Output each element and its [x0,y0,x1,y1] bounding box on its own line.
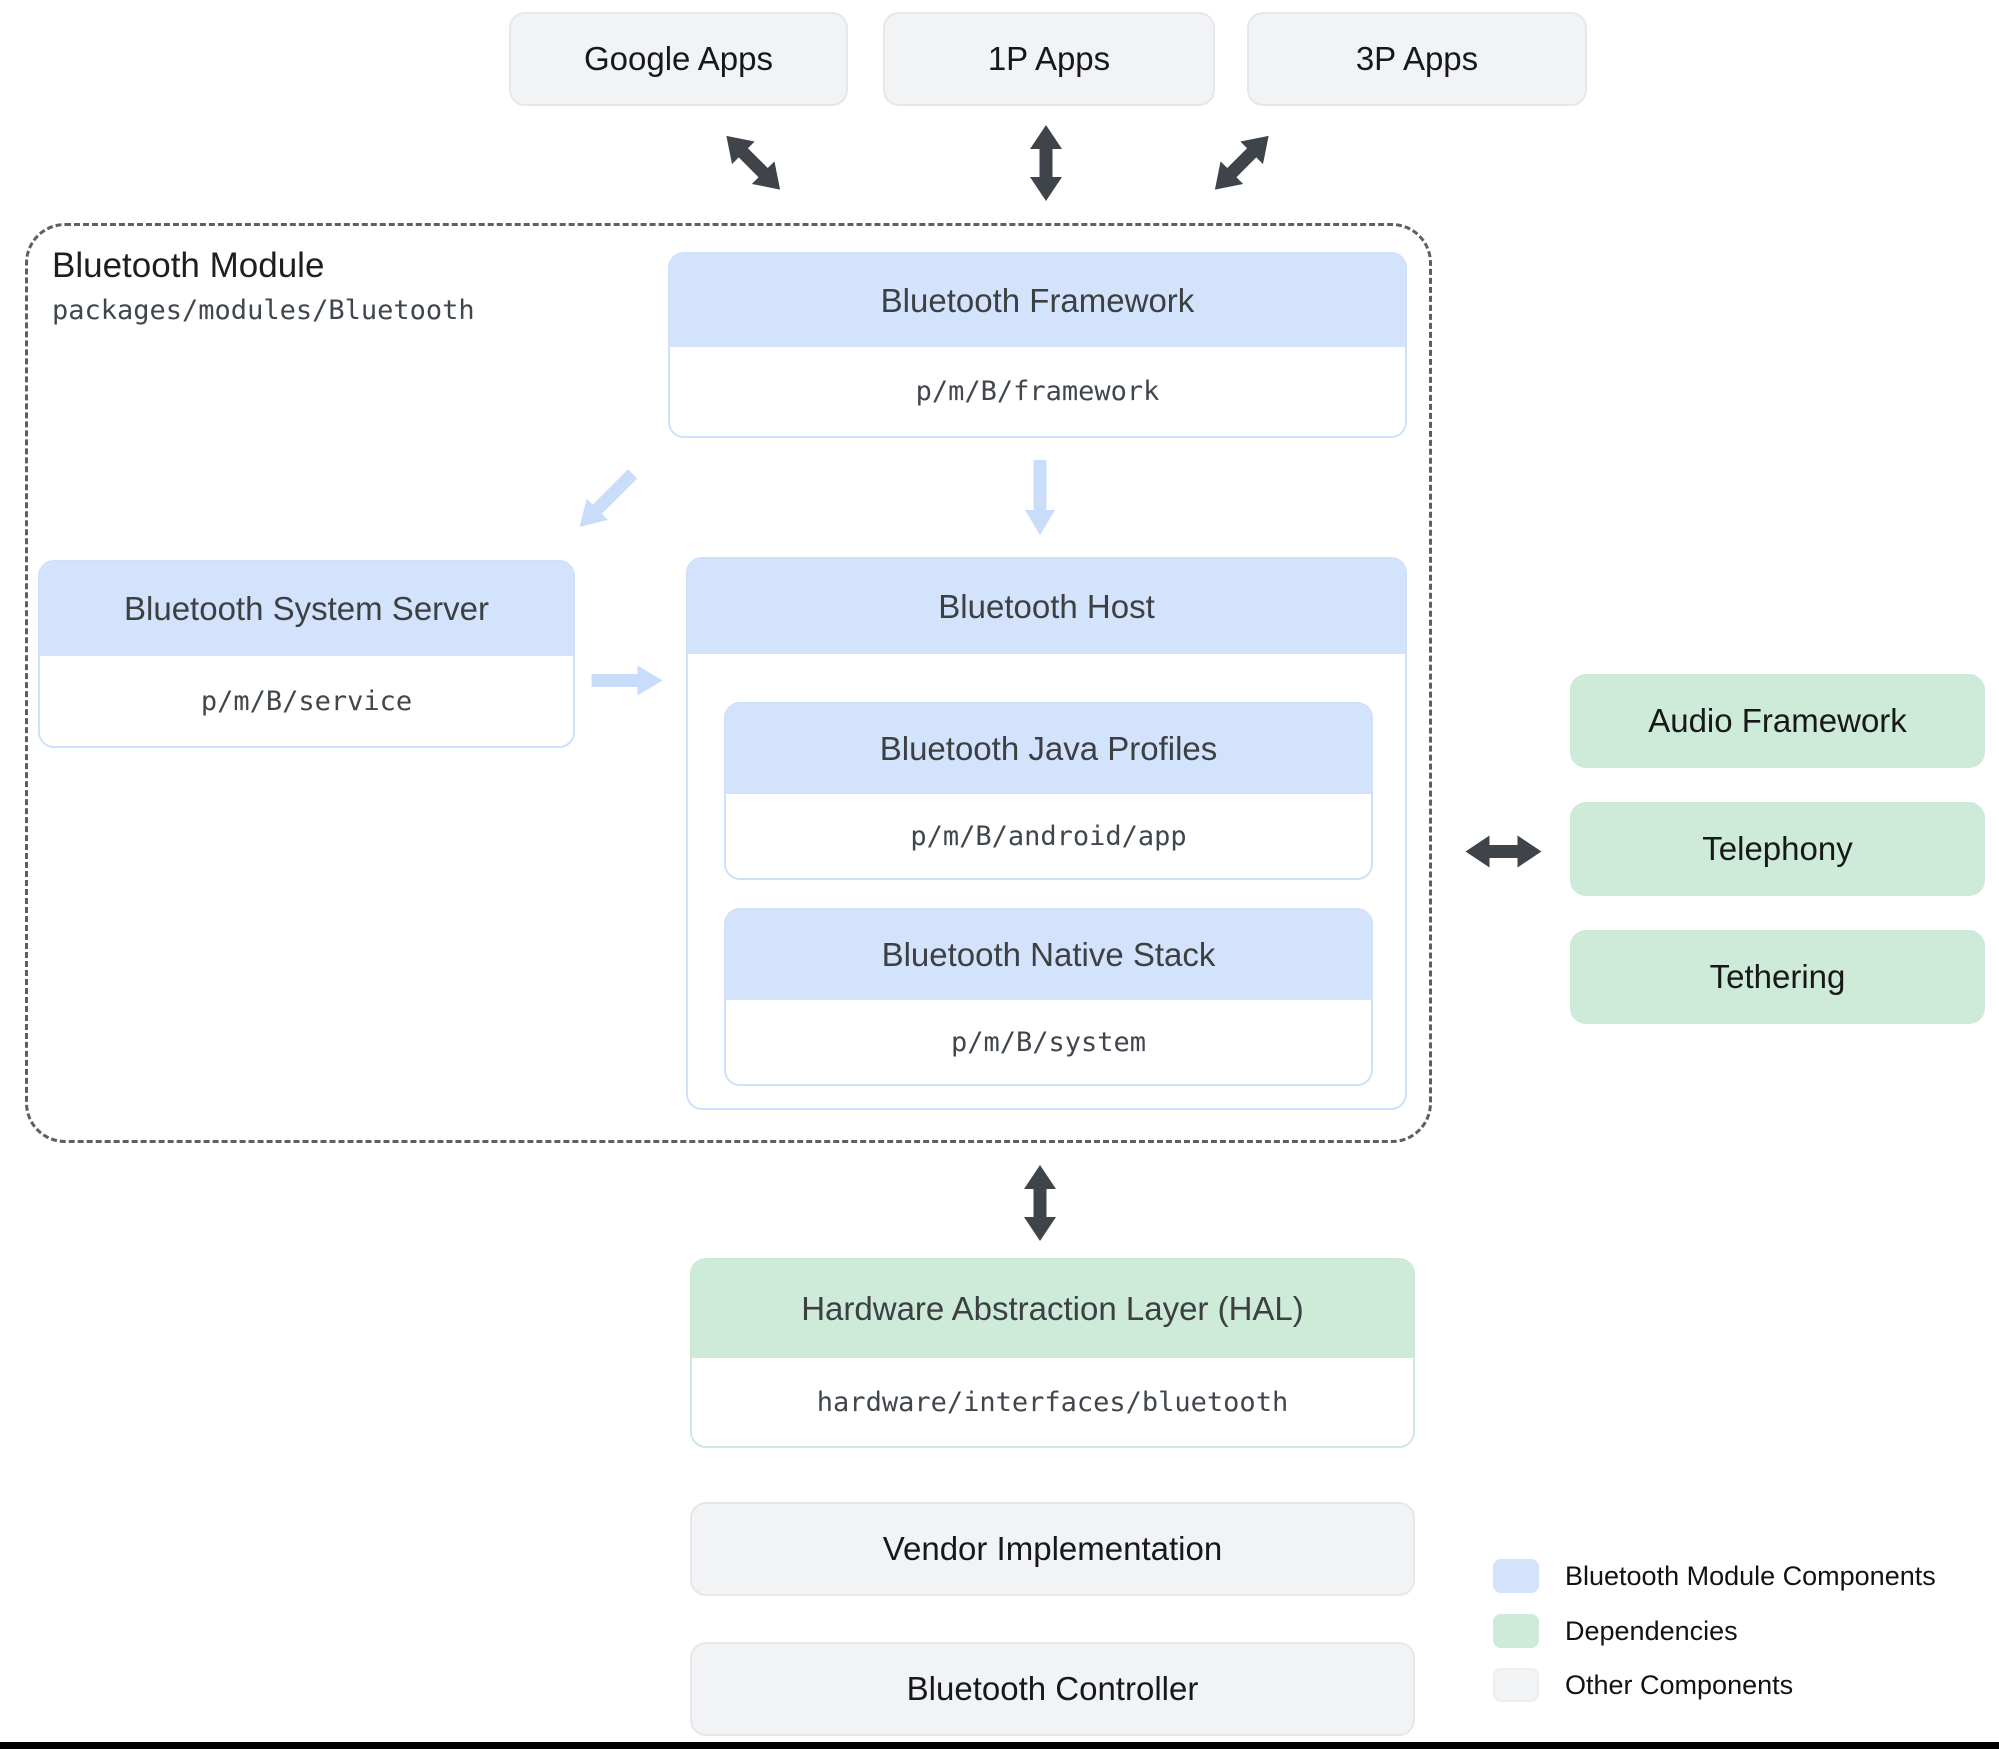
hal-path: hardware/interfaces/bluetooth [692,1358,1413,1446]
1p-apps-label: 1P Apps [987,40,1111,77]
bluetooth-framework-path: p/m/B/framework [670,347,1405,436]
framework-to-system-server-arrow-icon [564,463,644,543]
bluetooth-module-container [25,223,1432,1143]
bluetooth-framework-title: Bluetooth Framework [670,254,1405,347]
bluetooth-controller-box: Bluetooth Controller [690,1642,1415,1736]
hal-box: Hardware Abstraction Layer (HAL) hardwar… [690,1258,1415,1448]
bluetooth-host-box: Bluetooth Host Bluetooth Java Profiles p… [686,557,1407,1110]
bluetooth-java-profiles-path: p/m/B/android/app [726,794,1371,878]
framework-to-host-arrow-icon [1024,460,1056,541]
bluetooth-system-server-path: p/m/B/service [40,656,573,746]
1p-apps-double-arrow-icon [1028,124,1064,207]
audio-framework-label: Audio Framework [1648,702,1907,739]
dependency-box-telephony: Telephony [1570,802,1985,896]
system-server-to-host-arrow-icon [591,665,669,697]
app-box-google-apps: Google Apps [509,12,848,106]
legend-row-other-components: Other Components [1493,1668,1793,1702]
bluetooth-framework-box: Bluetooth Framework p/m/B/framework [668,252,1407,438]
bluetooth-native-stack-box: Bluetooth Native Stack p/m/B/system [724,908,1373,1086]
bluetooth-java-profiles-box: Bluetooth Java Profiles p/m/B/android/ap… [724,702,1373,880]
bluetooth-system-server-box: Bluetooth System Server p/m/B/service [38,560,575,748]
3p-apps-label: 3P Apps [1355,40,1479,77]
bluetooth-module-title-block: Bluetooth Module packages/modules/Blueto… [52,244,475,328]
bluetooth-system-server-title: Bluetooth System Server [40,562,573,656]
app-box-3p-apps: 3P Apps [1247,12,1587,106]
hal-title: Hardware Abstraction Layer (HAL) [692,1260,1413,1358]
vendor-implementation-label: Vendor Implementation [882,1530,1223,1567]
bluetooth-java-profiles-title: Bluetooth Java Profiles [726,704,1371,794]
legend-swatch-other-components [1493,1668,1539,1702]
legend-label-dependencies: Dependencies [1565,1615,1738,1646]
google-apps-double-arrow-icon [713,122,797,206]
bluetooth-module-path: packages/modules/Bluetooth [52,294,475,326]
bluetooth-native-stack-title: Bluetooth Native Stack [726,910,1371,1000]
google-apps-label: Google Apps [584,40,773,77]
dependency-box-audio-framework: Audio Framework [1570,674,1985,768]
bluetooth-module-title: Bluetooth Module [52,246,325,285]
legend-row-module-components: Bluetooth Module Components [1493,1559,1936,1593]
module-hal-double-arrow-icon [1022,1164,1058,1247]
legend-label-module-components: Bluetooth Module Components [1565,1560,1936,1591]
bluetooth-host-title: Bluetooth Host [688,559,1405,654]
telephony-label: Telephony [1702,830,1853,867]
legend-row-dependencies: Dependencies [1493,1614,1738,1648]
legend-swatch-dependencies [1493,1614,1539,1648]
bottom-border-bar [0,1742,1999,1749]
dependency-box-tethering: Tethering [1570,930,1985,1024]
bluetooth-controller-label: Bluetooth Controller [906,1670,1199,1707]
host-dependencies-double-arrow-icon [1460,834,1543,870]
3p-apps-double-arrow-icon [1198,122,1282,206]
app-box-1p-apps: 1P Apps [883,12,1215,106]
legend-swatch-module-components [1493,1559,1539,1593]
vendor-implementation-box: Vendor Implementation [690,1502,1415,1596]
legend-label-other-components: Other Components [1565,1669,1794,1700]
tethering-label: Tethering [1709,958,1846,995]
bluetooth-native-stack-path: p/m/B/system [726,1000,1371,1084]
